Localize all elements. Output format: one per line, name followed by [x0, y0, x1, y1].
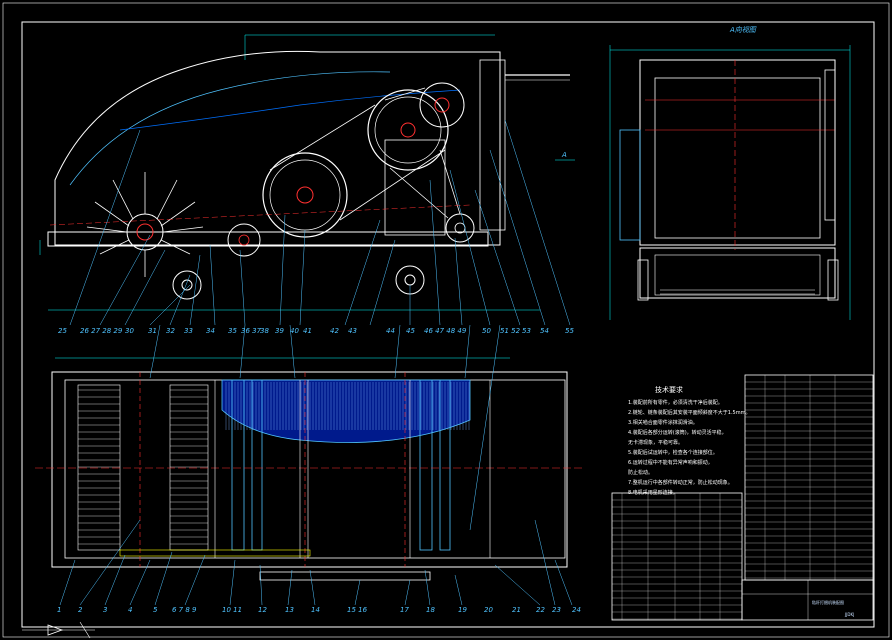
part-no: 32	[166, 327, 175, 335]
tech-note: 2.链轮、链条装配后其安装平面倾斜度不大于1.5mm。	[628, 409, 750, 416]
part-no: 19	[458, 606, 467, 614]
tech-note: 6.运转过程中不能有异常声响和振动，	[628, 459, 713, 466]
hood-outline	[54, 50, 501, 246]
part-no: 44	[386, 327, 395, 335]
tech-note: 1.装配前所有零件，必须清洗干净后装配。	[628, 399, 723, 406]
part-no: 51 52	[500, 327, 521, 335]
part-no: 13	[285, 606, 294, 614]
side-view: A	[39, 34, 575, 326]
pickup-reel	[86, 172, 204, 277]
part-no: 46 47 48 49	[424, 327, 467, 335]
part-no: 55	[565, 327, 574, 335]
part-no: 33	[184, 327, 193, 335]
part-no: 25	[58, 327, 67, 335]
part-no: 30	[125, 327, 134, 335]
part-no: 12	[258, 606, 267, 614]
part-no: 24	[572, 606, 581, 614]
tech-note: 5.装配后试运转中，检查各个连接部位。	[628, 449, 718, 456]
part-no: 38	[260, 327, 269, 335]
a-view-label: A向视图	[729, 26, 757, 34]
tech-note: 防止松动。	[628, 469, 653, 476]
top-view	[22, 324, 585, 639]
part-no: 14	[311, 606, 320, 614]
parts-list: 秸秆打捆机装配图 JJDKJ	[611, 374, 874, 621]
tech-note: 7.整机运行中各部件转动正常，防止松动现象。	[628, 479, 733, 486]
part-no: 17	[400, 606, 409, 614]
part-no: 43	[348, 327, 357, 335]
part-no: 23	[552, 606, 561, 614]
part-no: 6 7 8 9	[172, 606, 197, 614]
drawing-border	[21, 21, 875, 628]
part-no: 42	[330, 327, 339, 335]
part-no: 18	[426, 606, 435, 614]
part-no: 10 11	[222, 606, 242, 614]
slats	[77, 384, 209, 551]
part-no: 40	[290, 327, 299, 335]
tech-note: 无卡滞现象，平稳可靠。	[628, 439, 683, 446]
tech-note: 4.装配后各部分运转(滚筒)，转动灵活平稳，	[628, 429, 727, 436]
part-no: 20	[484, 606, 493, 614]
part-no: 36 37	[241, 327, 262, 335]
part-no: 31	[148, 327, 157, 335]
tech-title: 技术要求	[655, 385, 683, 394]
part-no: 39	[275, 327, 284, 335]
tech-note: 8.电机采用星形连接。	[628, 489, 678, 496]
part-numbers-top: 25 26 27 28 29 30 31 32 33 34 35 36 37 3…	[58, 327, 574, 335]
section-marker-a: A	[561, 151, 567, 159]
part-no: 2	[78, 606, 83, 614]
part-no: 53	[522, 327, 531, 335]
part-no: 4	[128, 606, 132, 614]
part-no: 45	[406, 327, 415, 335]
part-no: 50	[482, 327, 491, 335]
part-no: 5	[153, 606, 158, 614]
title-name: 秸秆打捆机装配图	[812, 599, 844, 605]
part-no: 35	[228, 327, 237, 335]
pulley-large	[227, 82, 475, 257]
part-no: 15 16	[347, 606, 368, 614]
part-no: 41	[303, 327, 312, 335]
tech-note: 3.相关啮合面零件涂抹润滑油。	[628, 419, 698, 426]
part-no: 34	[206, 327, 215, 335]
part-no: 3	[103, 606, 107, 614]
part-no: 21	[512, 606, 521, 614]
tech-requirements: 技术要求 1.装配前所有零件，必须清洗干净后装配。 2.链轮、链条装配后其安装平…	[628, 385, 750, 496]
part-no: 22	[536, 606, 545, 614]
part-no: 26 27 28 29	[80, 327, 123, 335]
part-numbers-bottom: 1 2 3 4 5 6 7 8 9 10 11 12 13 14 15 16 1…	[57, 606, 581, 614]
part-no: 54	[540, 327, 549, 335]
a-direction-view: A向视图	[609, 26, 851, 320]
part-no: 1	[57, 606, 61, 614]
drawing-number: JJDKJ	[844, 612, 854, 617]
